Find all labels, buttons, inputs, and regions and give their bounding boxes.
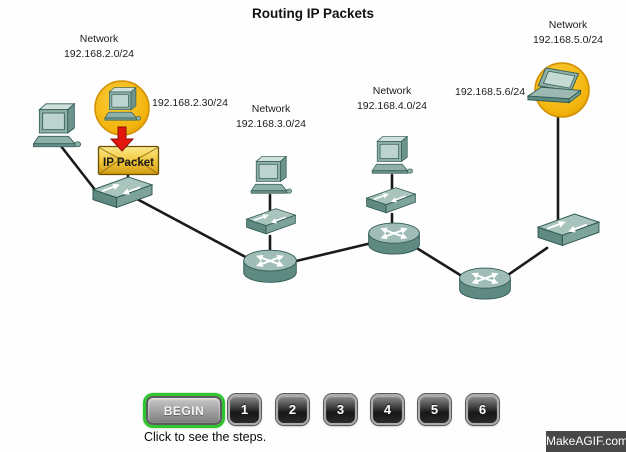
source-host-ip-label: 192.168.2.30/24: [152, 97, 228, 109]
switch-icon-net4: [367, 188, 416, 213]
packet-arrow-icon: [109, 126, 135, 152]
network-label-net3-name: Network: [251, 103, 291, 115]
switch-icon-net3: [247, 209, 296, 234]
network-label-net5: Network 192.168.5.0/24: [513, 18, 623, 48]
link-router1-router2: [290, 240, 378, 264]
network-label-net2-name: Network: [79, 33, 119, 45]
ip-packet-envelope: IP Packet: [97, 145, 160, 176]
steps-hint: Click to see the steps.: [144, 430, 267, 444]
router3-icon: [460, 268, 511, 299]
network-label-net3-cidr: 192.168.3.0/24: [235, 118, 307, 130]
network-label-net5-cidr: 192.168.5.0/24: [532, 34, 604, 46]
step-button-6[interactable]: 6: [466, 394, 499, 425]
step-button-4[interactable]: 4: [371, 394, 404, 425]
network-label-net3: Network 192.168.3.0/24: [216, 102, 326, 132]
pc-icon-net2: [33, 103, 81, 148]
router2-icon: [369, 223, 420, 254]
step-button-2[interactable]: 2: [276, 394, 309, 425]
begin-button[interactable]: BEGIN: [146, 396, 222, 425]
network-links: [55, 110, 560, 280]
page-title: Routing IP Packets: [251, 6, 375, 21]
link-switch1-router1: [135, 197, 255, 263]
step-button-1[interactable]: 1: [228, 394, 261, 425]
watermark-badge: MakeAGIF.com: [546, 431, 626, 452]
pc-icon-net4: [371, 136, 413, 174]
network-label-net4-cidr: 192.168.4.0/24: [356, 100, 428, 112]
step-button-3[interactable]: 3: [324, 394, 357, 425]
router1-icon: [244, 250, 297, 282]
step-button-5[interactable]: 5: [418, 394, 451, 425]
network-label-net4-name: Network: [372, 85, 412, 97]
ip-packet-label: IP Packet: [103, 157, 154, 169]
network-label-net5-name: Network: [548, 19, 588, 31]
network-label-net2: Network 192.168.2.0/24: [44, 32, 154, 62]
pc-icon-net3: [250, 156, 292, 194]
network-label-net2-cidr: 192.168.2.0/24: [63, 48, 135, 60]
network-label-net4: Network 192.168.4.0/24: [337, 84, 447, 114]
destination-host-ip-label: 192.168.5.6/24: [455, 86, 526, 98]
link-router2-router3: [413, 245, 467, 280]
link-router3-switch4: [503, 246, 549, 279]
switch-icon-net5: [538, 214, 599, 245]
